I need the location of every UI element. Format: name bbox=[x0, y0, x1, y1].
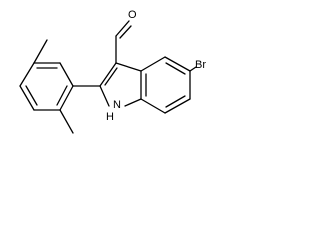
methyl-bond-bottom bbox=[59, 109, 74, 134]
bond-c3a-c4 bbox=[140, 56, 166, 72]
chemical-structure-diagram: O Br N H bbox=[19, 9, 206, 134]
bond-c-o-1 bbox=[115, 20, 130, 37]
bond-c2-c3 bbox=[99, 62, 117, 87]
pyrrole-ring bbox=[99, 62, 142, 107]
nitrogen-label: N bbox=[113, 99, 121, 111]
bond-c5-br bbox=[189, 66, 197, 72]
hydrogen-label: H bbox=[106, 111, 114, 123]
bond-c6-c7-inner bbox=[165, 95, 186, 108]
bond-ar1-ar2 bbox=[59, 62, 74, 87]
bond-c4-c5 bbox=[164, 56, 191, 72]
bond-ar6-ar1-inner bbox=[56, 85, 68, 106]
bond-ar4-ar5-inner bbox=[25, 85, 38, 106]
indole-benzene-ring bbox=[140, 56, 191, 114]
bond-c4-c5-inner bbox=[165, 62, 186, 75]
bond-ar6-ar1 bbox=[59, 85, 74, 111]
bond-c3-c3a bbox=[115, 62, 142, 72]
bond-c6-c7 bbox=[164, 98, 191, 114]
bond-c7a-n1 bbox=[124, 98, 142, 107]
bond-ar4-ar5 bbox=[19, 85, 35, 111]
oxygen-label: O bbox=[128, 9, 137, 21]
bond-c7-c7a bbox=[140, 98, 166, 114]
bromine-label: Br bbox=[195, 59, 206, 71]
methyl-bond-top bbox=[33, 39, 48, 64]
bond-n1-c2 bbox=[99, 85, 110, 107]
bond-c2-c3-inner bbox=[104, 67, 118, 86]
bond-ar3-ar4 bbox=[19, 62, 35, 87]
aryl-ring bbox=[19, 62, 101, 111]
bond-c-o-2 bbox=[119, 25, 132, 39]
aldehyde-group bbox=[115, 20, 132, 64]
